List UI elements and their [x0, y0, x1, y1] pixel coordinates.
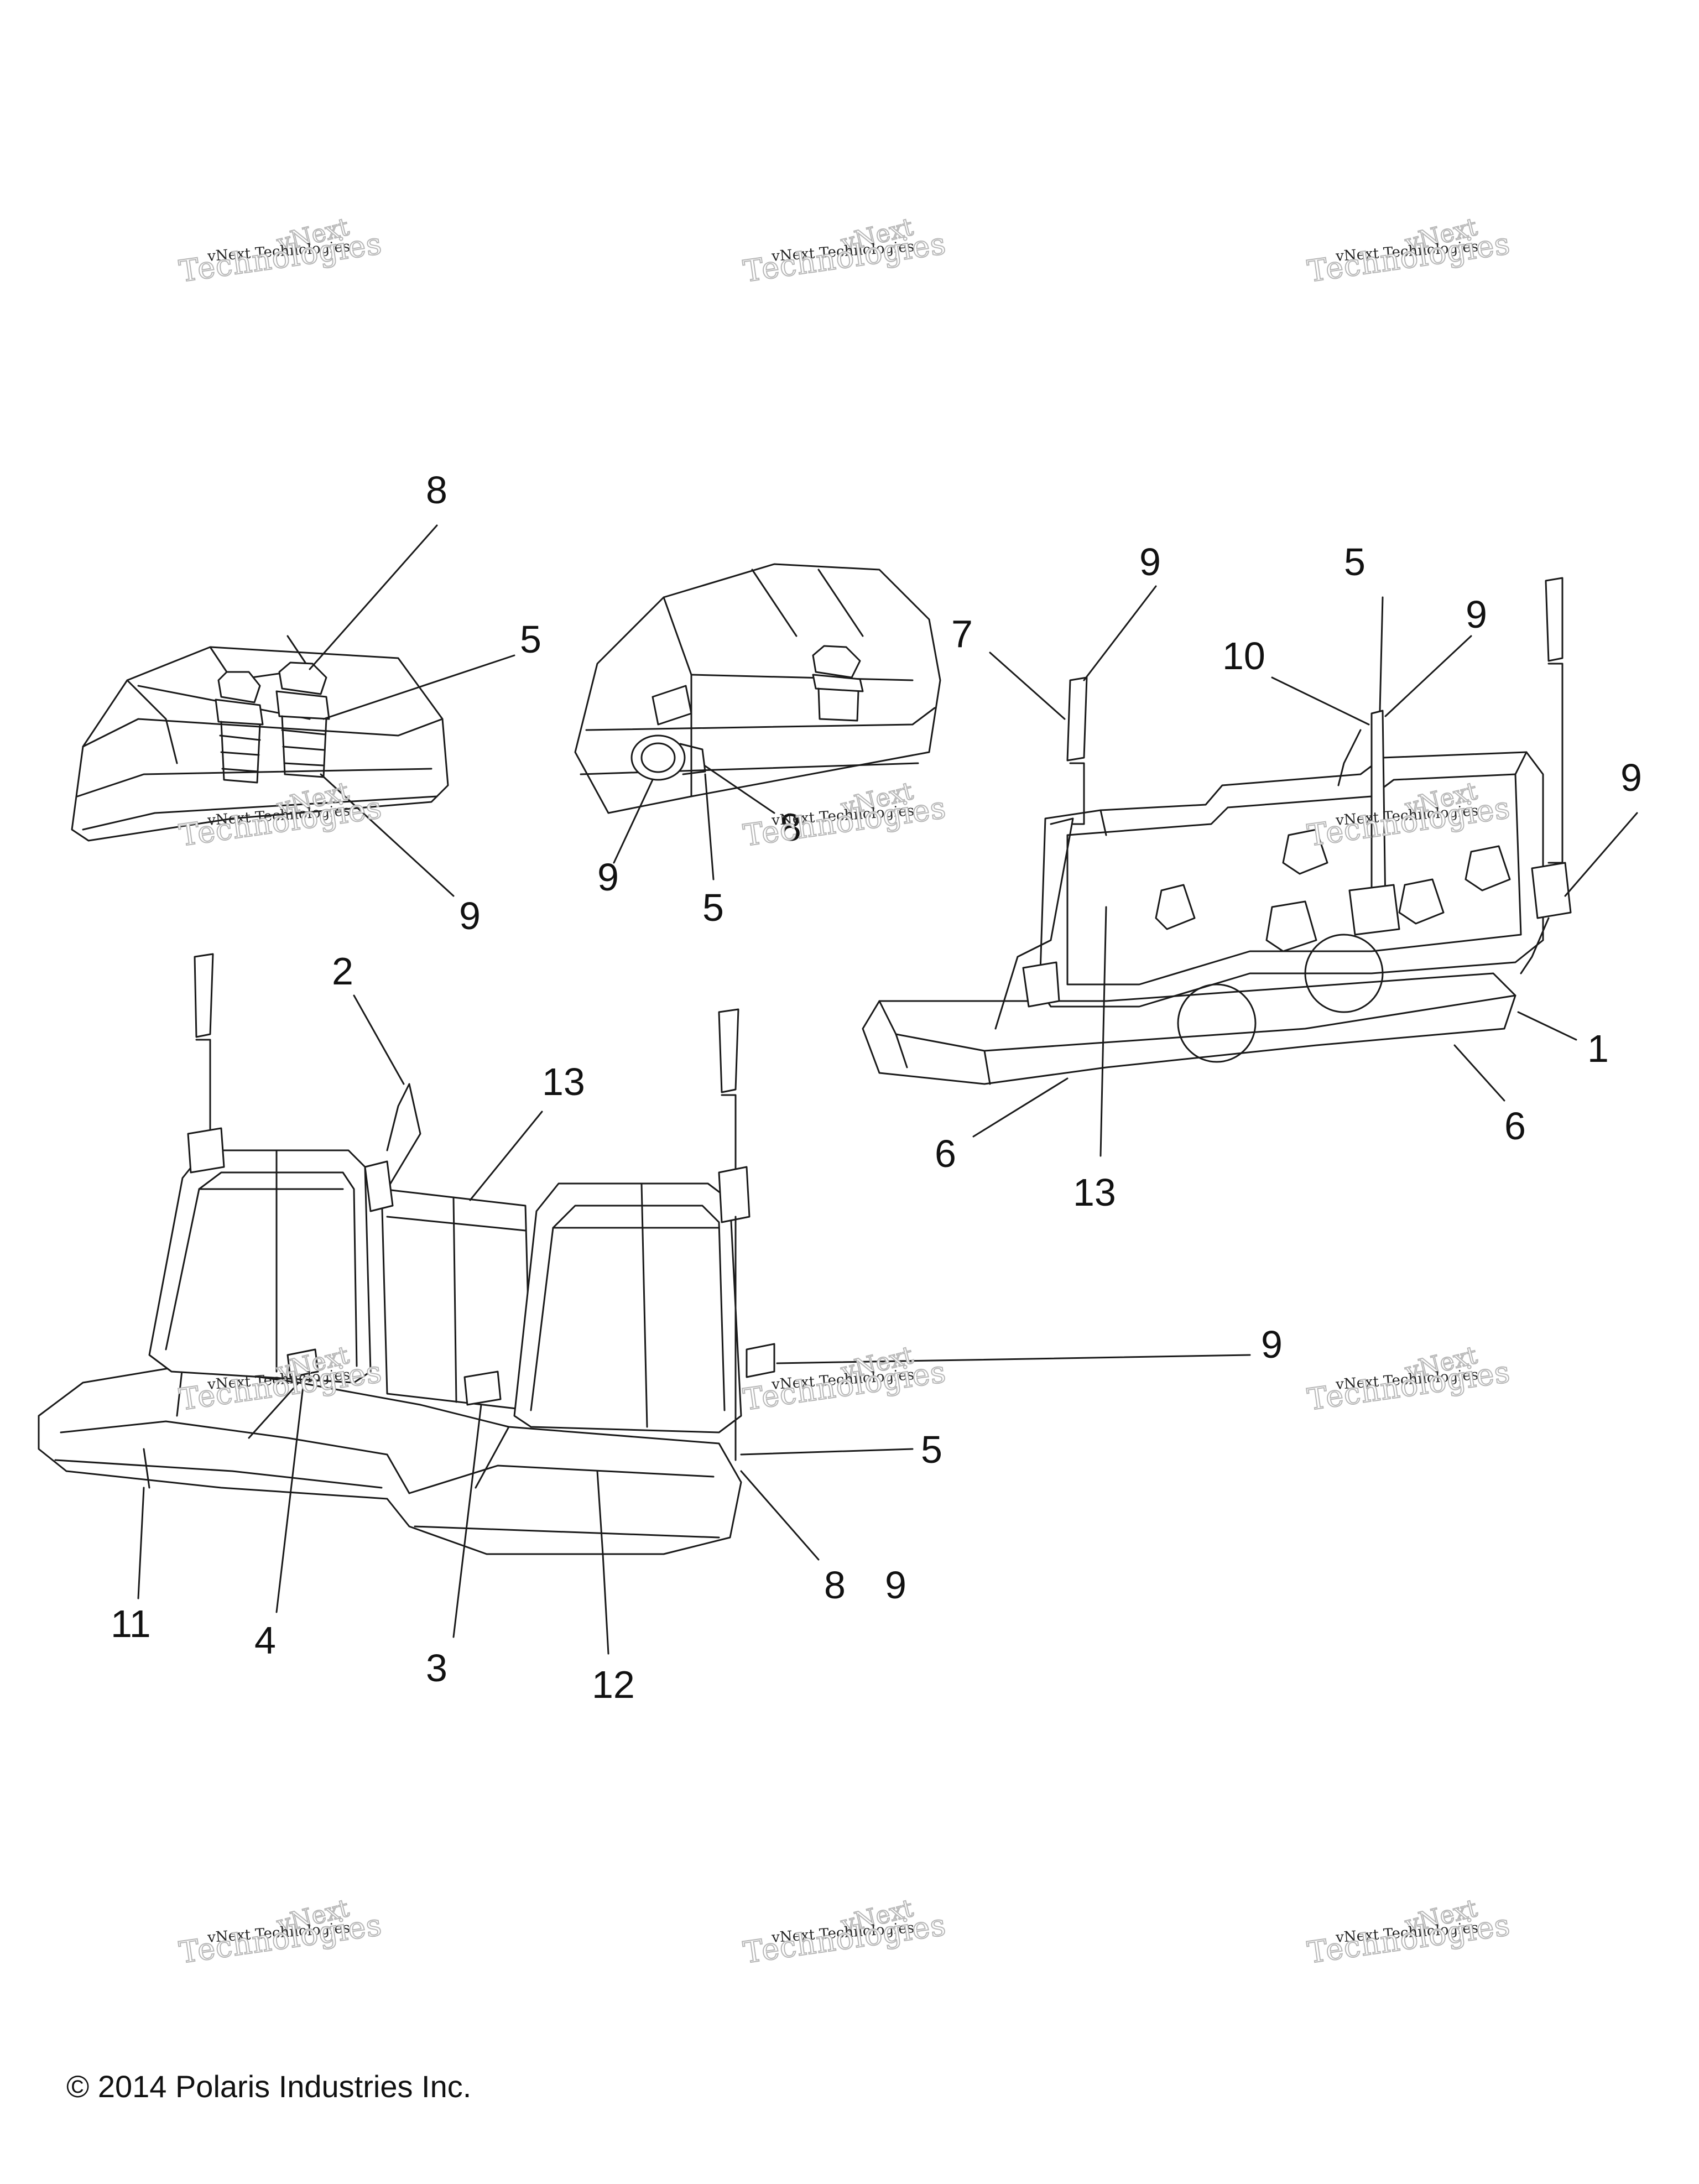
callout-number: 13	[1073, 1171, 1116, 1214]
callout-number: 9	[1620, 756, 1642, 799]
assembly-view-rear	[862, 577, 1638, 1157]
bolt-side	[630, 734, 706, 781]
callout-number: 9	[1139, 540, 1161, 583]
callout-number: 4	[254, 1619, 276, 1662]
callout-number: 8	[824, 1563, 846, 1607]
copyright-notice: © 2014 Polaris Industries Inc.	[66, 2069, 472, 2104]
callout-number: 5	[1344, 540, 1366, 583]
callout-number: 8	[426, 468, 447, 512]
callout-number: 1	[1587, 1027, 1609, 1070]
bolt-top	[812, 645, 864, 722]
callout-number: 2	[332, 950, 353, 993]
callout-number: 11	[111, 1602, 151, 1645]
callout-number: 10	[1222, 634, 1265, 677]
callout-number: 8	[780, 806, 801, 849]
callout-number: 5	[921, 1428, 942, 1471]
callout-number: 5	[520, 618, 541, 661]
callout-number: 6	[1504, 1104, 1526, 1148]
assembly-view-front	[38, 953, 1251, 1655]
detail-view-bolt-pair	[71, 524, 515, 897]
callout-number: 9	[885, 1563, 906, 1607]
callout-number: 9	[1261, 1323, 1283, 1366]
callout-number: 9	[459, 894, 481, 937]
callout-number: 9	[597, 856, 619, 899]
callout-number: 3	[426, 1646, 447, 1690]
callout-number: 9	[1466, 593, 1487, 636]
callout-number: 6	[935, 1132, 956, 1175]
detail-view-side-bolt	[574, 563, 941, 880]
bolt-right	[275, 661, 330, 778]
callout-number: 12	[592, 1663, 635, 1706]
callout-number: 5	[702, 886, 724, 929]
callout-number: 7	[951, 612, 973, 655]
bolt-left	[215, 671, 264, 784]
callout-number: 13	[542, 1060, 585, 1103]
